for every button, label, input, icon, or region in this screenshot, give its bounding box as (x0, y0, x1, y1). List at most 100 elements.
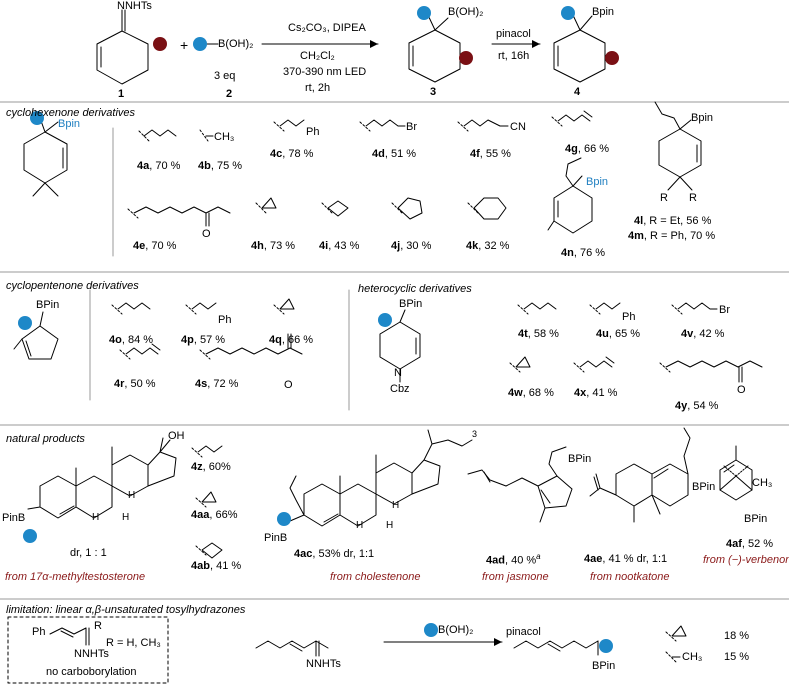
label-4g: 4g, 66 % (565, 143, 610, 155)
label-4v: 4v, 42 % (681, 328, 725, 340)
diastereomeric-ratio: dr, 1 : 1 (70, 547, 107, 559)
label-4af: 4af, 52 % (726, 538, 774, 550)
jasmone-structure (467, 446, 573, 523)
section-title-natural: natural products (6, 433, 85, 445)
pinacol-label: pinacol (496, 28, 531, 40)
label-4d: 4d, 51 % (372, 148, 417, 160)
label-4i: 4i, 43 % (319, 240, 360, 252)
label-4w: 4w, 68 % (508, 387, 554, 399)
pent-oxo: O (284, 379, 293, 391)
dot-lim-product (599, 639, 613, 653)
4n-bpin: Bpin (586, 176, 609, 188)
dot-r-1 (153, 37, 167, 51)
het-phenyl: Ph (622, 311, 636, 323)
section-title-cyclohexenone: cyclohexenone derivatives (6, 107, 136, 119)
compound-4-structure (553, 12, 606, 83)
condition-base: Cs₂CO₃, DIPEA (288, 22, 366, 34)
label-4x: 4x, 41 % (574, 387, 618, 399)
4af-bpin: BPin (744, 513, 768, 525)
het-nitrogen: N (394, 367, 402, 379)
source-methyltestosterone: from 17α-methyltestosterone (5, 571, 146, 583)
lim-yield-cyclopropyl: 18 % (724, 630, 750, 642)
label-4j: 4j, 30 % (391, 240, 432, 252)
compound-number-1: 1 (118, 88, 125, 100)
section-title-cyclopentenone: cyclopentenone derivatives (6, 280, 139, 292)
verbenone-structure (719, 445, 753, 501)
dot-het-core (378, 313, 392, 327)
pinb-label-1: PinB (2, 512, 26, 524)
label-4t: 4t, 58 % (518, 328, 559, 340)
boronic-acid-on-3: B(OH)₂ (448, 6, 484, 18)
label-4r: 4r, 50 % (114, 378, 156, 390)
pent-phenyl: Ph (218, 314, 232, 326)
nootkatone-structure (589, 427, 691, 523)
compound-3-structure (408, 12, 461, 83)
boronic-acid-label: B(OH)₂ (218, 38, 254, 50)
label-4ad: 4ad, 40 %a (486, 552, 541, 567)
compound-number-4: 4 (574, 86, 581, 98)
4l-bpin: Bpin (691, 112, 714, 124)
lim-yield-methyl: 15 % (724, 651, 750, 663)
lim-pinacol: pinacol (506, 626, 541, 638)
oxo-label-4e: O (202, 228, 211, 240)
4ad-bpin: BPin (568, 453, 592, 465)
hydroxyl-label: OH (168, 430, 185, 442)
section-dividers (0, 101, 789, 600)
verbenone-methyl: CH₃ (752, 477, 773, 489)
label-4ac: 4ac, 53% dr, 1:1 (294, 548, 375, 560)
label-4o: 4o, 84 % (109, 334, 154, 346)
label-4u: 4u, 65 % (596, 328, 641, 340)
compound-number-2: 2 (226, 88, 233, 100)
source-jasmone: from jasmone (482, 571, 549, 583)
dot-r-4 (605, 51, 619, 65)
label-4a: 4a, 70 % (137, 160, 181, 172)
h-label-2: H (92, 512, 100, 523)
dot-r-3 (459, 51, 473, 65)
label-4m: 4m, R = Ph, 70 % (628, 230, 716, 242)
label-4y: 4y, 54 % (675, 400, 719, 412)
phenyl-label: Ph (306, 126, 320, 138)
hydrazone-label: NNHTs (117, 0, 152, 12)
label-4n: 4n, 76 % (561, 247, 606, 259)
label-4e: 4e, 70 % (133, 240, 177, 252)
lim-note: no carboborylation (46, 666, 137, 678)
label-4h: 4h, 73 % (251, 240, 296, 252)
lim-r-definition: R = H, CH₃ (106, 637, 161, 649)
hex-bpin: Bpin (58, 118, 81, 130)
section-title-heterocyclic: heterocyclic derivatives (358, 283, 472, 295)
label-4ae: 4ae, 41 % dr, 1:1 (584, 553, 668, 565)
bromo-label: Br (406, 121, 417, 133)
steroid-skeleton-2 (289, 429, 473, 527)
side-chain-subscript: 3 (472, 429, 478, 439)
cyano-label: CN (510, 121, 526, 133)
section-title-limitation: limitation: linear α,β-unsaturated tosyl… (6, 604, 246, 616)
source-cholestenone: from cholestenone (330, 571, 421, 583)
r-group-left: R (660, 192, 668, 204)
dot-lim-reagent (424, 623, 438, 637)
h-label-3: H (122, 512, 130, 523)
label-4s: 4s, 72 % (195, 378, 239, 390)
pinb-label-2: PinB (264, 532, 288, 544)
pent-bpin: BPin (36, 299, 60, 311)
bpin-on-4: Bpin (592, 6, 615, 18)
h-label-1: H (128, 490, 136, 501)
label-4f: 4f, 55 % (470, 148, 511, 160)
compound-number-3: 3 (430, 86, 437, 98)
h-label-4: H (392, 500, 400, 511)
label-4aa: 4aa, 66% (191, 509, 238, 521)
source-nootkatone: from nootkatone (590, 571, 670, 583)
het-bromo: Br (719, 304, 730, 316)
dot-pent-core (18, 316, 32, 330)
label-4p: 4p, 57 % (181, 334, 226, 346)
lim-phenyl: Ph (32, 626, 46, 638)
het-bpin: BPin (399, 298, 423, 310)
source-verbenone: from (−)-verbenone (703, 554, 789, 566)
lim-nnhts: NNHTs (74, 648, 109, 660)
condition-time: rt, 2h (305, 82, 331, 94)
plus-sign: + (180, 37, 189, 53)
label-4k: 4k, 32 % (466, 240, 510, 252)
condition-solvent: CH₂Cl₂ (300, 50, 335, 62)
label-4c: 4c, 78 % (270, 148, 314, 160)
dot-nat-steroid (23, 529, 37, 543)
